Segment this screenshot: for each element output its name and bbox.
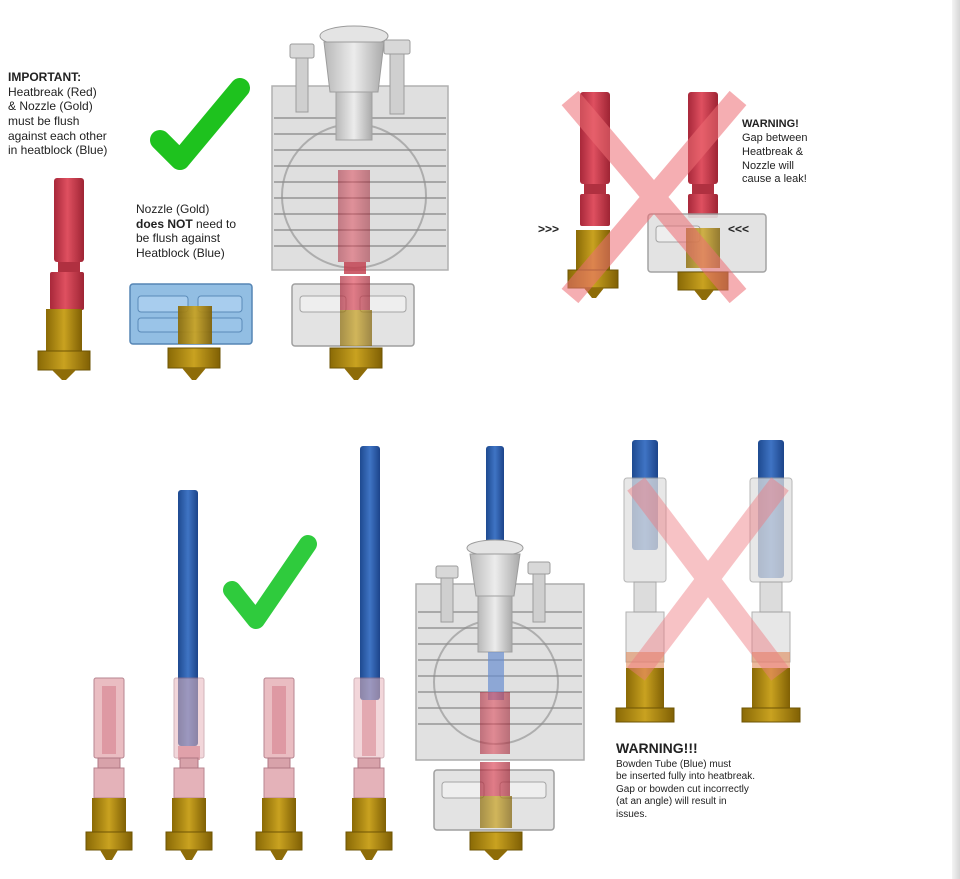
gap-warning-heading: WARNING! [742,118,799,130]
bowden-warning-line-4: (at an angle) will result in [616,796,755,809]
bowden-warning-heading: WARNING!!! [616,740,755,758]
nozzle-gold-tip [52,370,76,380]
gap-warning-line-1: Gap between [742,132,807,146]
nozzle-note-line-1: Nozzle (Gold) [136,202,236,217]
nozzle-note-line-3: be flush against [136,231,236,246]
heatbreak-translucent-a [86,678,132,860]
nozzle-gold-thread [178,306,212,344]
arrow-left-label: >>> [538,222,559,237]
arrow-right-label: <<< [728,222,749,237]
gap-warning-line-4: cause a leak! [742,173,807,187]
heatbreak-neck [58,262,80,272]
hotend-assembly-bottom [416,446,584,860]
heatbreak-with-bowden-d [346,446,392,860]
bowden-warning-line-5: issues. [616,809,755,822]
heatblock-with-nozzle [130,284,252,380]
nozzle-note-line-2: need to [193,217,236,231]
nozzle-gold-hex [168,348,220,368]
nozzle-note: Nozzle (Gold) does NOT need to be flush … [136,202,236,261]
heatbreak-red-lower [50,272,84,310]
important-line-1: Heatbreak (Red) [8,85,107,100]
nozzle-gold-hex [38,351,90,370]
nozzle-gold-thread [46,309,82,351]
nozzle-note-line-4: Heatblock (Blue) [136,246,236,261]
gap-warning-line-3: Nozzle will [742,160,807,174]
heatbreak-nozzle-part-1 [38,178,90,380]
important-heading: IMPORTANT: [8,70,81,84]
bowden-warning-note: WARNING!!! Bowden Tube (Blue) must be in… [616,740,755,821]
checkmark-icon-bottom [232,544,308,620]
heatbreak-red [54,178,84,262]
bowden-tube-blue [360,446,380,700]
important-note: IMPORTANT: Heatbreak (Red) & Nozzle (Gol… [8,70,107,158]
gap-warning-line-2: Heatbreak & [742,146,807,160]
heatbreak-translucent-c [256,678,302,860]
important-line-5: in heatblock (Blue) [8,143,107,158]
nozzle-note-bold: does NOT [136,217,193,231]
important-line-3: must be flush [8,114,107,129]
heatbreak-with-bowden-b [166,490,212,860]
bowden-tube-blue [486,446,504,546]
bowden-warning-line-3: Gap or bowden cut incorrectly [616,784,755,797]
important-line-2: & Nozzle (Gold) [8,99,107,114]
gap-warning-note: WARNING! Gap between Heatbreak & Nozzle … [742,118,807,187]
hotend-assembly-top [272,26,448,380]
heatbreak-red [338,170,370,262]
checkmark-icon-top [160,88,240,160]
window-edge [952,0,960,879]
bowden-warning-line-2: be inserted fully into heatbreak. [616,771,755,784]
bowden-warning-line-1: Bowden Tube (Blue) must [616,759,755,772]
important-line-4: against each other [8,129,107,144]
